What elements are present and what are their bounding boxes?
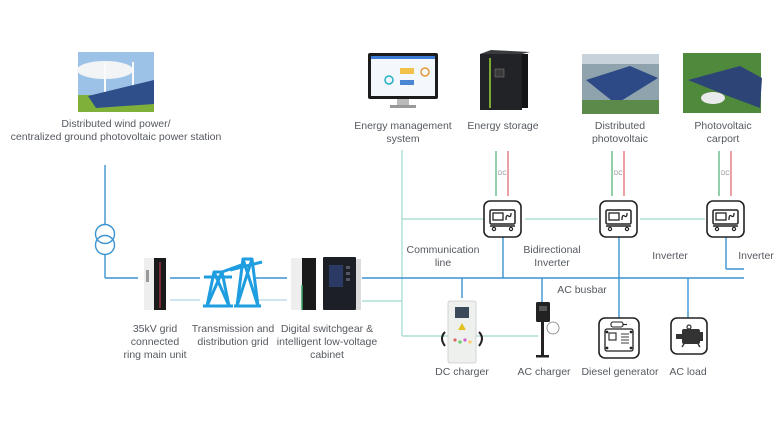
- label-ring-main-unit: 35kV grid connected ring main unit: [110, 323, 200, 362]
- ac-lines: [94, 165, 744, 318]
- transmission-tower: [203, 257, 263, 308]
- label-line: line: [434, 257, 452, 269]
- ac-charger: [536, 302, 560, 358]
- dc-label: DC: [614, 171, 623, 177]
- label-switchgear: Digital switchgear & intelligent low-vol…: [272, 323, 382, 362]
- inverter-icon: [483, 200, 522, 238]
- label-line: system: [386, 133, 420, 145]
- label-line: Diesel generator: [581, 366, 659, 378]
- label-line: cabinet: [310, 349, 344, 361]
- label-communication-line: Communication line: [400, 244, 486, 270]
- battery-cabinet-photo: [480, 50, 530, 110]
- label-ac-charger: AC charger: [506, 366, 582, 379]
- communication-lines: [362, 150, 705, 337]
- label-line: Inverter: [534, 257, 570, 269]
- label-energy-storage: Energy storage: [458, 120, 548, 133]
- label-line: DC charger: [435, 366, 489, 378]
- dc-line-carport: DC: [718, 151, 732, 196]
- label-line: Distributed wind power/: [61, 118, 171, 130]
- wind-solar-photo: [77, 52, 154, 112]
- inverter-icon: [599, 200, 638, 238]
- label-line: AC charger: [517, 366, 571, 378]
- label-line: Digital switchgear &: [280, 323, 374, 335]
- label-line: AC busbar: [557, 284, 607, 296]
- dc-charger: [441, 300, 483, 364]
- label-line: distribution grid: [197, 336, 269, 348]
- label-line: Energy storage: [467, 120, 539, 132]
- label-line: centralized ground photovoltaic power st…: [10, 131, 222, 143]
- label-line: 35kV grid: [132, 323, 178, 335]
- label-line: connected: [130, 336, 180, 348]
- dc-label: DC: [498, 171, 507, 177]
- label-inverter-1: Inverter: [640, 250, 700, 263]
- label-grid: Transmission and distribution grid: [183, 323, 283, 349]
- label-diesel-generator: Diesel generator: [575, 366, 665, 379]
- label-ems: Energy management system: [343, 120, 463, 146]
- label-line: AC load: [669, 366, 707, 378]
- label-line: Bidirectional: [523, 244, 581, 256]
- label-line: Distributed: [594, 120, 646, 132]
- label-line: Inverter: [738, 250, 774, 262]
- label-bidirectional-inverter: Bidirectional Inverter: [512, 244, 592, 270]
- motor-icon: [670, 317, 708, 355]
- label-pv-carport: Photovoltaic carport: [678, 120, 768, 146]
- solar-carport-photo: [683, 53, 762, 113]
- label-ac-busbar: AC busbar: [550, 284, 614, 297]
- rooftop-solar-photo: [582, 54, 659, 114]
- label-distributed-pv: Distributed photovoltaic: [575, 120, 665, 146]
- label-line: Communication: [406, 244, 480, 256]
- label-line: carport: [706, 133, 740, 145]
- diesel-generator-icon: [598, 317, 640, 359]
- label-line: Transmission and: [191, 323, 275, 335]
- label-line: Photovoltaic: [694, 120, 752, 132]
- dc-label: DC: [721, 171, 730, 177]
- label-wind-pv: Distributed wind power/ centralized grou…: [0, 118, 232, 144]
- label-dc-charger: DC charger: [422, 366, 502, 379]
- label-line: ring main unit: [123, 349, 187, 361]
- label-line: Inverter: [652, 250, 688, 262]
- ring-main-unit-cabinet: [144, 258, 166, 310]
- label-line: intelligent low-voltage: [276, 336, 378, 348]
- dc-line-storage: DC: [495, 151, 509, 196]
- label-line: photovoltaic: [591, 133, 649, 145]
- switchgear-cabinet: [291, 257, 361, 310]
- dc-line-distributed-pv: DC: [611, 151, 625, 196]
- label-inverter-2: Inverter: [730, 250, 780, 263]
- monitor-dashboard-photo: [368, 53, 438, 108]
- label-line: Energy management: [354, 120, 452, 132]
- label-ac-load: AC load: [660, 366, 716, 379]
- inverter-icon: [706, 200, 745, 238]
